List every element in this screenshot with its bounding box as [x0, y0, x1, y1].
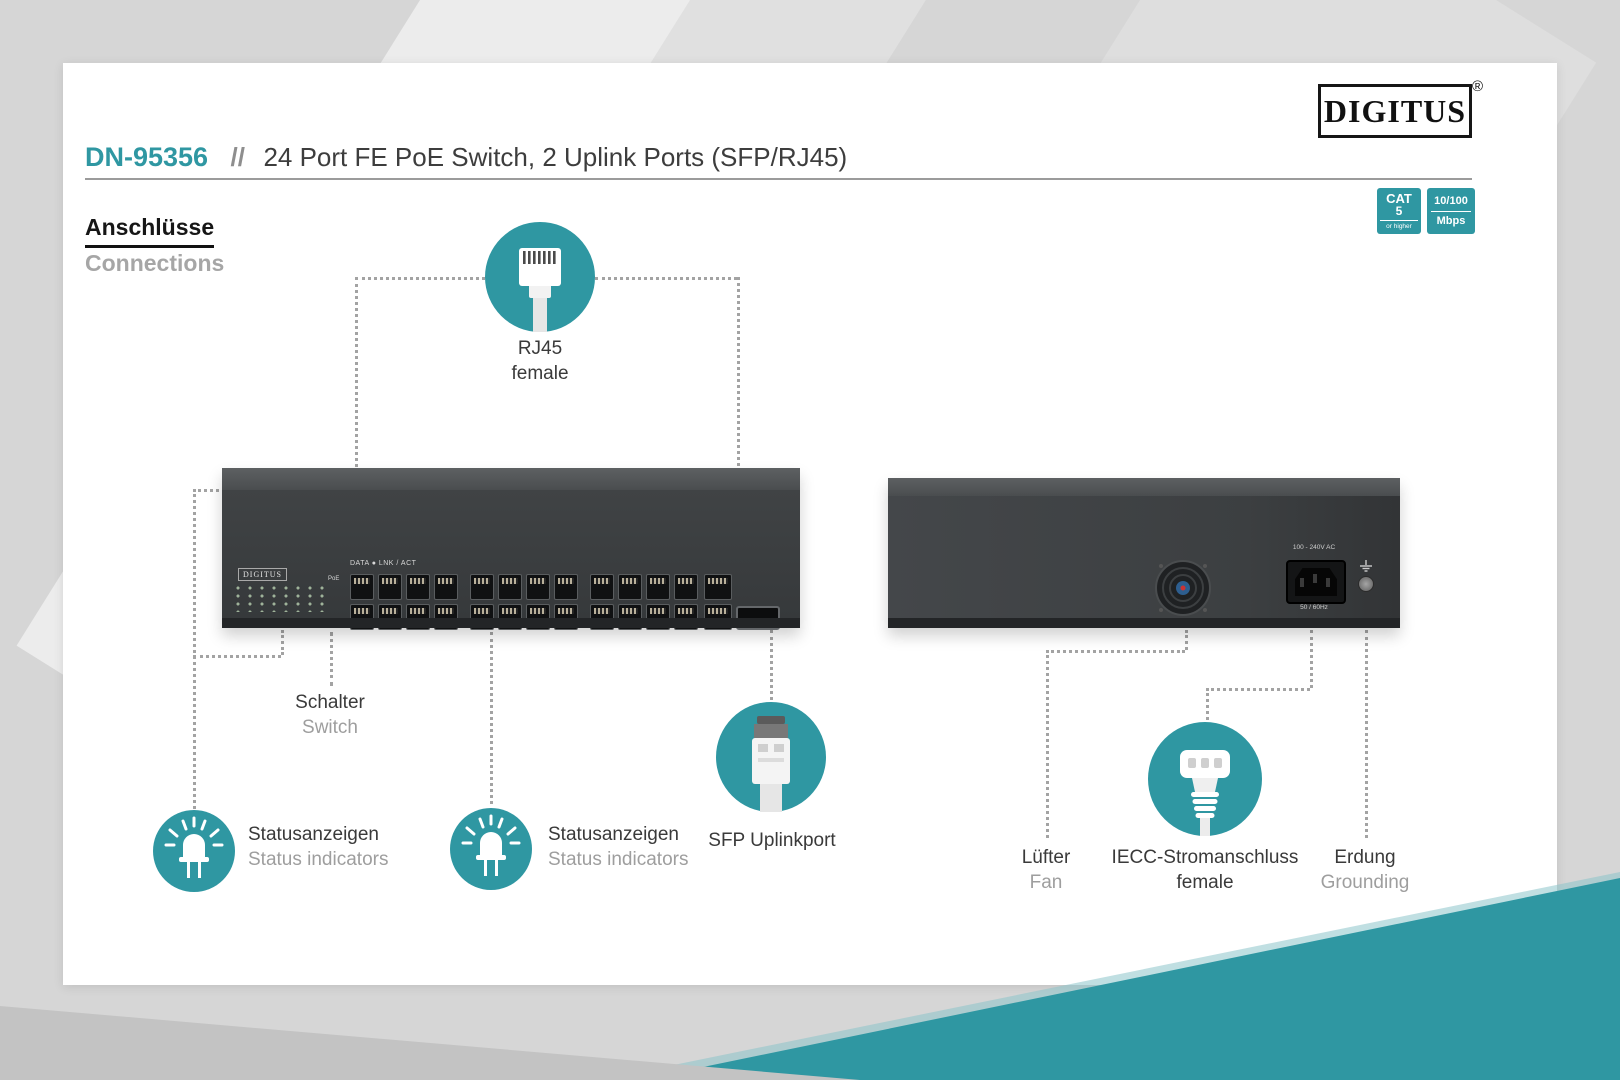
panel-led-caption: DATA ● LNK / ACT — [350, 560, 417, 567]
switch-top-face — [888, 478, 1400, 496]
rj45-port — [406, 574, 430, 600]
leader-line — [770, 630, 773, 700]
leader-line — [490, 632, 493, 804]
panel-poe-caption: PoE — [328, 576, 340, 582]
power-inlet — [1286, 560, 1346, 604]
header-divider — [85, 178, 1472, 180]
rj45-port — [526, 574, 550, 600]
frequency-label: 50 / 60Hz — [1300, 604, 1328, 611]
leader-line — [355, 277, 358, 552]
voltage-label: 100 - 240V AC — [1292, 544, 1336, 551]
leader-line — [193, 489, 225, 492]
switch-bottom-edge — [888, 618, 1400, 628]
leader-line — [281, 630, 284, 655]
rj45-port — [554, 574, 578, 600]
callout-status-indicators: Statusanzeigen Status indicators — [248, 824, 389, 870]
rj45-port — [498, 574, 522, 600]
section-heading-de: Anschlüsse — [85, 214, 215, 248]
leader-line — [1310, 630, 1313, 688]
ground-symbol — [1360, 560, 1372, 572]
grounding-screw — [1358, 576, 1374, 592]
switch-front-image: DIGITUS 24 Port 10/100 Mbps PoE Switch D… — [222, 468, 800, 630]
section-heading-en: Connections — [85, 250, 225, 276]
leader-line — [1206, 688, 1310, 691]
rj45-port — [618, 574, 642, 600]
leader-line — [1365, 630, 1368, 838]
decorative-wedge — [0, 1006, 860, 1080]
leader-line — [1206, 688, 1209, 720]
callout-iecc: IECC-Stromanschluss female — [1111, 847, 1299, 893]
switch-rear-image: 100 - 240V AC 50 / 60Hz — [888, 478, 1400, 628]
callout-sfp-uplink: SFP Uplinkport — [708, 830, 836, 851]
leader-line — [193, 655, 281, 658]
leader-line — [193, 489, 196, 809]
rj45-port — [674, 574, 698, 600]
uplink-rj45-port — [704, 574, 732, 600]
status-led-grid — [236, 586, 324, 612]
leader-line — [330, 632, 333, 686]
cat5-badge: CAT 5 or higher — [1377, 188, 1421, 234]
rj45-port — [434, 574, 458, 600]
product-title: 24 Port FE PoE Switch, 2 Uplink Ports (S… — [263, 142, 848, 172]
front-port-grid — [350, 574, 698, 630]
rj45-port — [378, 574, 402, 600]
leader-line — [1046, 650, 1185, 653]
fan-grille — [1155, 560, 1211, 616]
callout-rj45: RJ45 female — [511, 338, 569, 384]
sfp-module-icon — [716, 702, 826, 812]
rj45-port — [590, 574, 614, 600]
callout-fan: Lüfter Fan — [1021, 847, 1071, 893]
leader-line — [737, 277, 740, 550]
callout-switch: Schalter Switch — [295, 692, 365, 738]
title-separator: // — [230, 142, 245, 172]
rj45-port — [470, 574, 494, 600]
leader-line — [1185, 630, 1188, 650]
speed-badge: 10/100 Mbps — [1427, 188, 1475, 234]
switch-bottom-edge — [222, 618, 800, 628]
leader-line — [355, 277, 485, 280]
power-plug-icon — [1148, 722, 1262, 836]
switch-top-face — [222, 468, 800, 490]
leader-line — [595, 277, 737, 280]
led-indicator-icon — [153, 810, 235, 892]
rj45-port — [350, 574, 374, 600]
rj45-port — [646, 574, 670, 600]
page-header: DN-95356 // 24 Port FE PoE Switch, 2 Upl… — [85, 142, 847, 173]
panel-brand-label: DIGITUS — [238, 568, 287, 581]
switch-front-panel: DIGITUS 24 Port 10/100 Mbps PoE Switch D… — [222, 490, 800, 630]
callout-grounding: Erdung Grounding — [1320, 847, 1410, 893]
product-model: DN-95356 — [85, 142, 209, 172]
digitus-logo-text: DIGITUS — [1323, 92, 1467, 129]
leader-line — [1046, 650, 1049, 838]
digitus-logo: DIGITUS — [1318, 84, 1472, 138]
callout-status-indicators: Statusanzeigen Status indicators — [548, 824, 689, 870]
led-indicator-icon — [450, 808, 532, 890]
registered-mark: ® — [1472, 78, 1484, 95]
rj45-connector-icon — [485, 222, 595, 332]
